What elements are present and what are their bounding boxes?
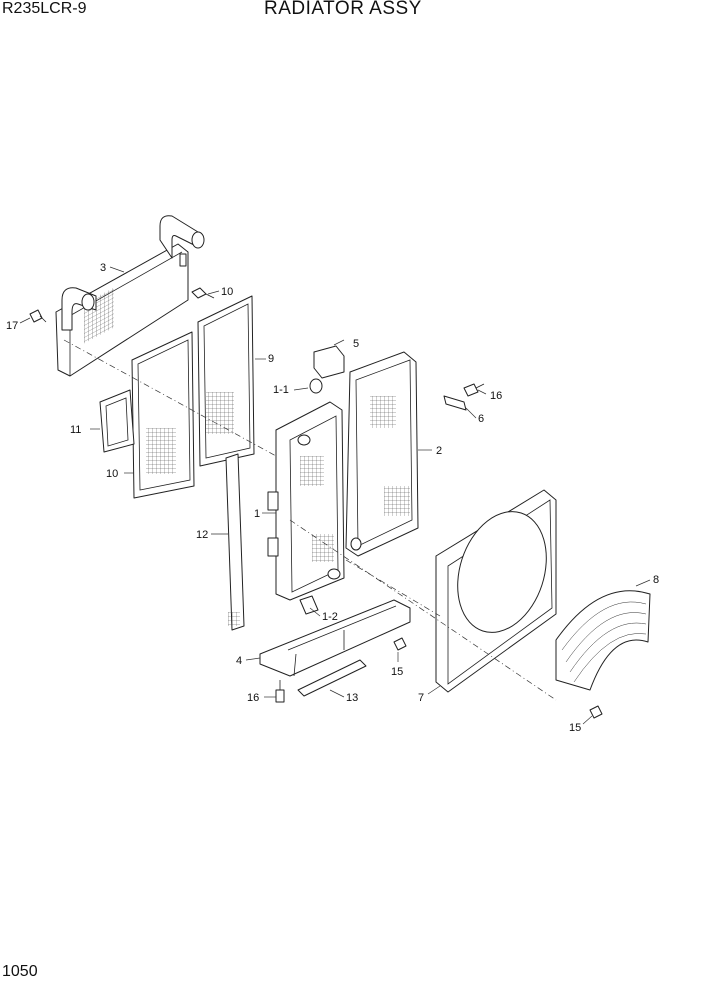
support-frame-part-4 (259, 599, 411, 677)
callout-9: 9 (268, 353, 274, 365)
bolt-part-16-upper (463, 383, 485, 397)
page-title: RADIATOR ASSY (264, 0, 422, 19)
plate-part-13 (297, 659, 367, 697)
callout-12: 12 (196, 529, 208, 541)
callout-15-upper: 15 (391, 666, 403, 678)
bolt-part-16-lower (275, 680, 285, 703)
callout-16-upper: 16 (490, 390, 502, 402)
page-number: 1050 (2, 963, 38, 980)
bolt-part-17 (29, 309, 47, 323)
bracket-part-11 (99, 389, 135, 453)
radiator-part-1 (267, 401, 345, 601)
wing-bolt-part-14 (191, 287, 215, 299)
screen-part-9 (197, 295, 255, 467)
callout-6: 6 (478, 413, 484, 425)
drain-part-1-2 (299, 595, 319, 615)
callout-10: 10 (106, 468, 118, 480)
bolt-part-15-lower (589, 705, 603, 719)
screen-part-10 (131, 331, 195, 499)
bolt-part-15-upper (393, 637, 407, 651)
callout-7: 7 (418, 692, 424, 704)
seal-strip-part-12 (225, 453, 245, 631)
callout-11: 11 (70, 424, 81, 436)
callout-labels: 3 10 17 9 5 1-1 16 6 11 2 10 1 12 8 1-2 … (6, 262, 659, 734)
oil-cooler-part-2 (345, 351, 419, 557)
fan-shroud-part-7 (435, 489, 557, 693)
leader-lines (19, 266, 651, 725)
callout-4: 4 (236, 655, 242, 667)
assembly-center-lines (63, 339, 557, 701)
callout-14: 10 (221, 286, 233, 298)
clamp-part-6 (443, 395, 467, 411)
bracket-part-5 (313, 345, 345, 379)
callout-1: 1 (254, 508, 260, 520)
callout-5: 5 (353, 338, 359, 350)
callout-3: 3 (100, 262, 106, 274)
callout-1-1: 1-1 (273, 384, 289, 396)
callout-2: 2 (436, 445, 442, 457)
callout-1-2: 1-2 (322, 611, 338, 623)
callout-15-lower: 15 (569, 722, 581, 734)
cap-part-1-1 (309, 378, 323, 394)
intercooler-part-3 (55, 215, 205, 377)
callout-17: 17 (6, 320, 18, 332)
callout-13: 13 (346, 692, 358, 704)
callout-16-lower: 16 (247, 692, 259, 704)
callout-8: 8 (653, 574, 659, 586)
model-number: R235LCR-9 (2, 0, 87, 17)
fan-guard-part-8 (555, 590, 651, 691)
